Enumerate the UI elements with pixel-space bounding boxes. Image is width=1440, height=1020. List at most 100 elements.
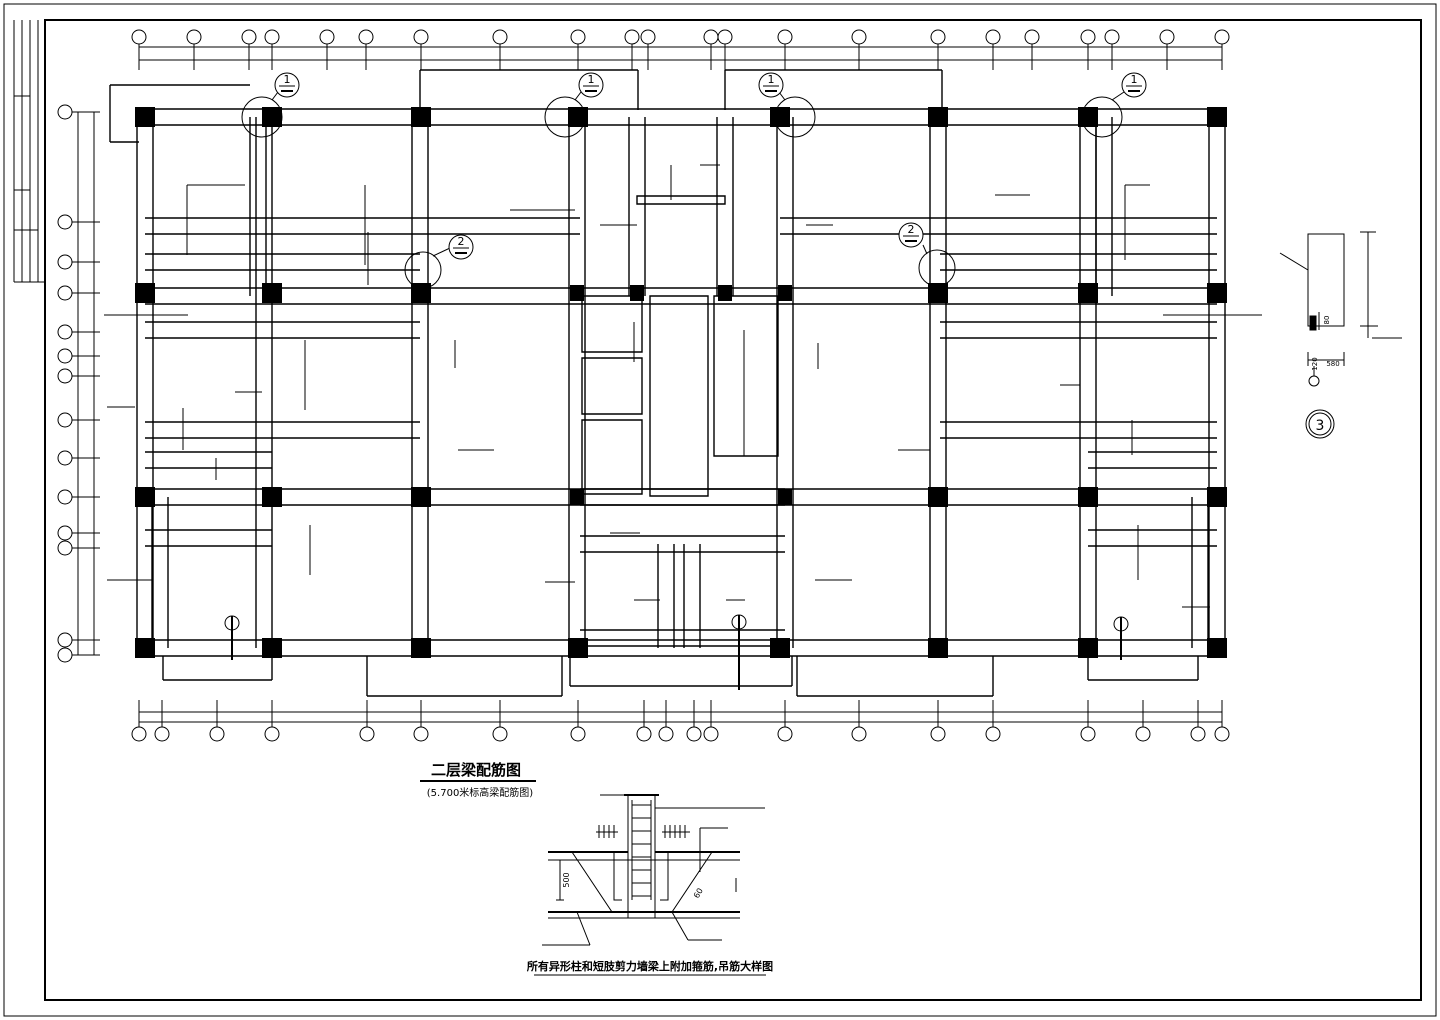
axis-bubble (132, 30, 146, 44)
axis-bubble (571, 30, 585, 44)
axis-bubble (58, 526, 72, 540)
column (262, 107, 282, 127)
axis-bubble (1105, 30, 1119, 44)
hanger-bar-detail (542, 795, 765, 945)
column (135, 487, 155, 507)
column (1207, 487, 1227, 507)
axis-bubble (58, 490, 72, 504)
section-mark-2b: 2 (899, 223, 955, 286)
section-mark-number: 2 (458, 235, 465, 248)
axis-bubble (687, 727, 701, 741)
column (778, 489, 792, 505)
column (1207, 107, 1227, 127)
section-mark-1c: 1 (759, 73, 815, 137)
column (770, 107, 790, 127)
axis-bubble (778, 727, 792, 741)
section-mark-number: 1 (1131, 73, 1138, 86)
plan-title-block: 二层梁配筋图 (5.700米标高梁配筋图) (420, 761, 536, 799)
detail-3-dim-right: 580 (1326, 360, 1339, 368)
axis-bubble (986, 727, 1000, 741)
columns (135, 107, 1227, 658)
cut-symbols (225, 615, 1128, 690)
bottom-axis-bubbles (132, 700, 1229, 741)
detail-3-dim-left: 120 (1311, 357, 1319, 370)
plan-title: 二层梁配筋图 (431, 761, 521, 779)
column (928, 107, 948, 127)
axis-bubble (58, 325, 72, 339)
axis-bubble (1160, 30, 1174, 44)
section-mark-1a: 1 (242, 73, 299, 137)
axis-bubble (637, 727, 651, 741)
column (411, 638, 431, 658)
column (570, 489, 584, 505)
axis-bubble (58, 215, 72, 229)
section-mark-number: 1 (284, 73, 291, 86)
axis-bubble (58, 105, 72, 119)
column (568, 107, 588, 127)
column (135, 638, 155, 658)
axis-bubble (704, 30, 718, 44)
axis-bubble (931, 30, 945, 44)
axis-bubble (1025, 30, 1039, 44)
axis-bubble (360, 727, 374, 741)
column (770, 638, 790, 658)
column (262, 638, 282, 658)
column (411, 487, 431, 507)
section-mark-number: 1 (768, 73, 775, 86)
drawing-frame (4, 4, 1436, 1016)
axis-bubble (58, 633, 72, 647)
column (928, 638, 948, 658)
axis-bubble (493, 30, 507, 44)
plan-subtitle: (5.700米标高梁配筋图) (427, 786, 534, 799)
axis-bubble (625, 30, 639, 44)
axis-bubble (1081, 30, 1095, 44)
detail-3-dim-height: 80 (1323, 316, 1331, 325)
axis-bubble (1081, 727, 1095, 741)
axis-bubble (58, 541, 72, 555)
axis-bubble (58, 286, 72, 300)
axis-bubble (493, 727, 507, 741)
core-room (714, 296, 778, 456)
core-room (582, 358, 642, 414)
axis-bubble (359, 30, 373, 44)
column (262, 487, 282, 507)
axis-bubble (414, 727, 428, 741)
axis-bubble (718, 30, 732, 44)
axis-bubble (265, 727, 279, 741)
detail-3 (1280, 232, 1402, 438)
column (1078, 283, 1098, 303)
axis-bubble (265, 30, 279, 44)
rebar-leader-lines (104, 165, 1262, 607)
axis-bubble (210, 727, 224, 741)
column (778, 285, 792, 301)
core-room (650, 296, 708, 496)
axis-bubble (1191, 727, 1205, 741)
axis-bubble (1136, 727, 1150, 741)
axis-bubble (187, 30, 201, 44)
column (1207, 283, 1227, 303)
column (1078, 638, 1098, 658)
axis-bubble (58, 451, 72, 465)
detail-angle-label: 60 (692, 887, 705, 900)
section-markers: 1 1 1 1 (242, 73, 1146, 288)
section-mark-number: 2 (908, 223, 915, 236)
column (135, 283, 155, 303)
column (1207, 638, 1227, 658)
axis-bubble (58, 255, 72, 269)
axis-bubble (986, 30, 1000, 44)
axis-bubble (659, 727, 673, 741)
column (1078, 107, 1098, 127)
axis-bubble (58, 349, 72, 363)
left-axis-bubbles (58, 105, 100, 662)
axis-bubble (571, 727, 585, 741)
detail-dim-500: 500 (562, 872, 571, 887)
column (1078, 487, 1098, 507)
column (928, 487, 948, 507)
axis-bubble (58, 648, 72, 662)
axis-bubble (132, 727, 146, 741)
axis-bubble (155, 727, 169, 741)
axis-bubble (778, 30, 792, 44)
section-mark-1b: 1 (545, 73, 603, 137)
column (718, 285, 732, 301)
axis-bubble (414, 30, 428, 44)
